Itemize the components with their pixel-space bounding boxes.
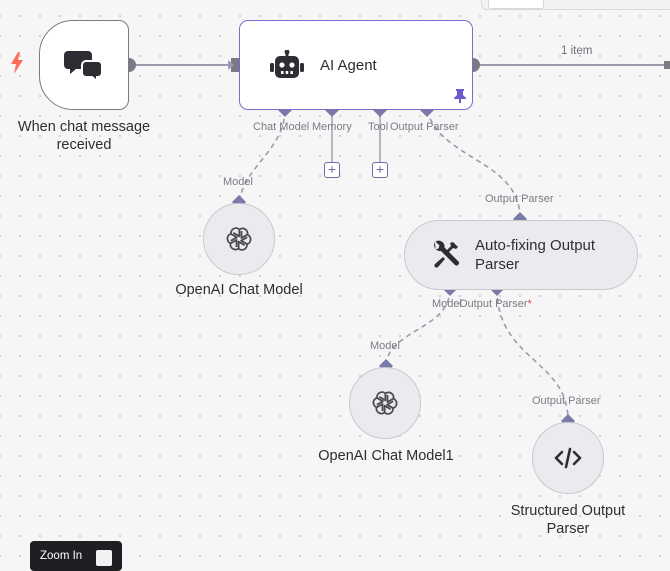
fixing-model-connection[interactable]: [385, 288, 451, 368]
openai-chat-model-node[interactable]: [203, 203, 275, 275]
add-tool-button[interactable]: +: [372, 162, 388, 178]
port-label-chat-model: Chat Model: [253, 121, 310, 133]
shortcut-key: [96, 550, 112, 566]
required-marker: *: [527, 298, 532, 310]
structured-port-label: Output Parser: [532, 395, 601, 407]
add-memory-button[interactable]: +: [324, 162, 340, 178]
structured-output-parser-label: Structured Output Parser: [510, 503, 626, 537]
connection-arrow: [228, 60, 234, 70]
chat-trigger-node[interactable]: [39, 20, 129, 110]
ai-agent-node[interactable]: AI Agent: [239, 20, 473, 110]
auto-fixing-parser-node[interactable]: Auto-fixing Output Parser: [404, 220, 638, 290]
agent-main-input-handle[interactable]: [231, 58, 239, 72]
auto-fixing-title: Auto-fixing Output Parser: [475, 237, 596, 273]
structured-output-parser-node[interactable]: [532, 422, 604, 494]
model-connection[interactable]: [239, 109, 286, 204]
openai-chat-model-label: OpenAI Chat Model: [175, 282, 303, 298]
items-count-label: 1 item: [561, 45, 593, 57]
port-label-tool: Tool: [368, 121, 389, 133]
trigger-node-label: When chat message received: [17, 119, 151, 153]
robot-icon: [270, 50, 304, 78]
next-node-handle[interactable]: [664, 61, 670, 69]
fixing-input-port-label: Output Parser: [485, 193, 554, 205]
output-parser-connection[interactable]: [426, 109, 521, 219]
code-icon: [554, 447, 582, 469]
port-label-memory: Memory: [312, 121, 352, 133]
chat-bubbles-icon: [64, 51, 103, 82]
wrench-screwdriver-icon: [434, 240, 459, 268]
openai-icon: [372, 391, 398, 415]
model1-port-label: Model: [370, 340, 400, 352]
agent-title: AI Agent: [320, 56, 377, 74]
model-port-label: Model: [223, 176, 253, 188]
openai-chat-model1-node[interactable]: [349, 367, 421, 439]
zoom-in-tooltip: Zoom In: [30, 541, 122, 571]
fixing-port-label-output-parser-text: Output Parser: [459, 298, 528, 310]
lightning-bolt-icon: [11, 52, 23, 74]
fixing-port-label-output-parser: Output Parser*: [459, 298, 532, 310]
canvas-top-toolbar[interactable]: [481, 0, 670, 10]
pin-icon[interactable]: [454, 89, 466, 103]
port-label-output-parser: Output Parser: [390, 121, 459, 133]
openai-icon: [226, 227, 252, 251]
toolbar-segment[interactable]: [488, 0, 544, 9]
zoom-in-tooltip-text: Zoom In: [40, 550, 83, 562]
fixing-port-label-model: Model: [432, 298, 462, 310]
openai-chat-model1-label: OpenAI Chat Model1: [318, 448, 454, 464]
